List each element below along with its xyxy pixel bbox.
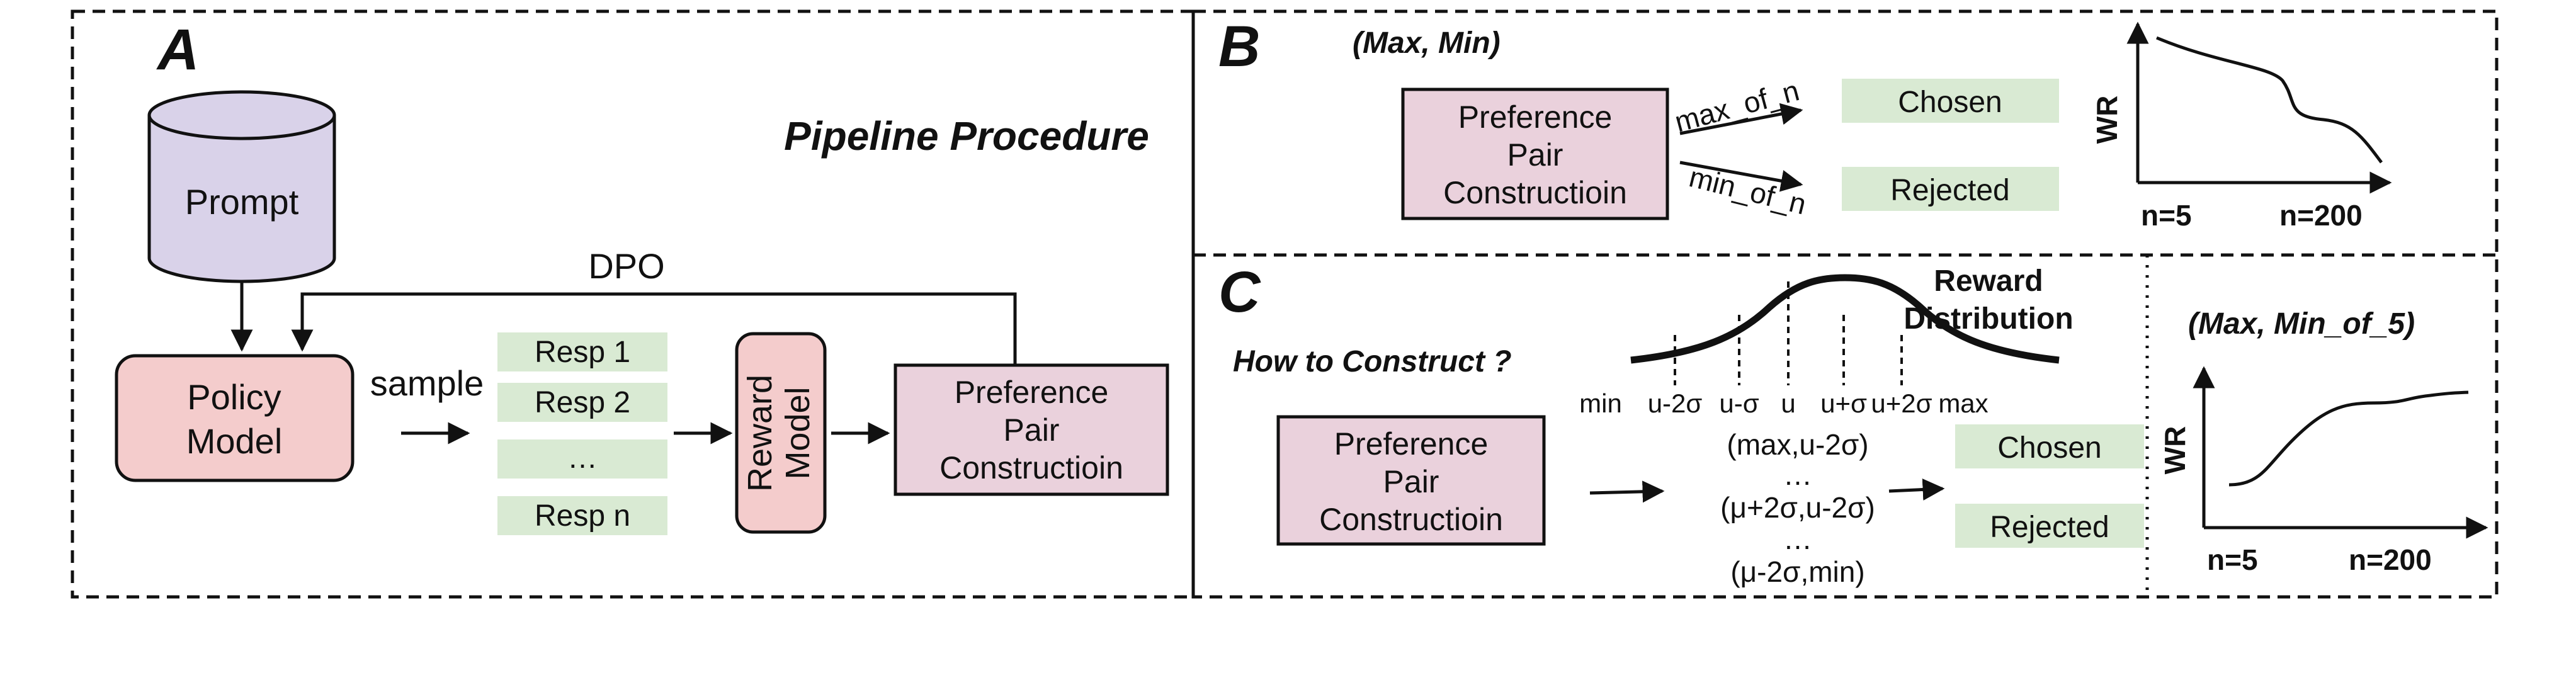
panel-c-rejected-box: [1955, 504, 2144, 548]
policy-label-line2: Model: [186, 421, 283, 461]
panel-a-pref-line2: Pair: [1004, 412, 1060, 448]
pair-1: (max,u-2σ): [1727, 428, 1868, 461]
panel-b-rejected-label: Rejected: [1890, 174, 2009, 207]
max-of-n-label: max_of_n: [1671, 74, 1803, 139]
panel-c-question: How to Construct ?: [1233, 345, 1512, 378]
panel-c-plot: (Max, Min_of_5) WR n=5 n=200: [2159, 307, 2488, 576]
dist-title-line2: Distribution: [1904, 302, 2073, 336]
panel-c-ylabel: WR: [2159, 426, 2191, 475]
response-box-2: [497, 383, 667, 422]
sample-label: sample: [370, 363, 484, 403]
panel-a-preference-box: Preference Pair Constructioin: [894, 363, 1169, 496]
reward-label-line2: Model: [779, 387, 817, 479]
panel-b-xlabel-right: n=200: [2279, 199, 2363, 232]
tick-u+s: u+σ: [1820, 388, 1867, 418]
pairs-to-labels-arrow: [1888, 479, 1945, 501]
panel-c-xlabel-right: n=200: [2349, 543, 2432, 576]
panel-b-chosen-box: [1842, 79, 2059, 123]
distribution-tick-labels: min u-2σ u-σ u u+σ u+2σ max: [1579, 388, 1989, 418]
panel-c-xlabel-left: n=5: [2207, 543, 2258, 576]
panel-c-letter: C: [1218, 260, 1261, 324]
prompt-cylinder-top: [147, 90, 336, 140]
response-box-ellipsis: [497, 439, 667, 479]
pair-ellipsis-1: …: [1783, 458, 1812, 491]
prompt-database: Prompt: [147, 90, 336, 283]
dpo-feedback-arrow: [291, 292, 1017, 365]
panel-b-rejected-box: [1842, 167, 2059, 211]
response-label-1: Resp 1: [535, 336, 630, 369]
tick-max: max: [1938, 388, 1988, 418]
response-box-1: [497, 332, 667, 371]
panel-c-chosen-box: [1955, 424, 2144, 468]
panel-a-pref-line1: Preference: [955, 375, 1109, 410]
panel-b-pref-line1: Preference: [1458, 99, 1613, 135]
panel-b-ylabel: WR: [2091, 96, 2123, 144]
policy-label-line1: Policy: [187, 377, 281, 417]
panel-b-letter: B: [1218, 14, 1260, 79]
panel-c-rejected-label: Rejected: [1990, 511, 2109, 544]
prompt-label: Prompt: [185, 182, 299, 222]
panel-c-chosen-label: Chosen: [1997, 431, 2101, 465]
dist-title-line1: Reward: [1934, 264, 2043, 298]
panel-c-plot-title: (Max, Min_of_5): [2188, 307, 2415, 341]
panel-b-title: (Max, Min): [1353, 26, 1501, 60]
panel-b-pref-line3: Constructioin: [1443, 175, 1627, 210]
panel-a-title: Pipeline Procedure: [784, 113, 1149, 159]
max-of-n-arrow: [1679, 103, 1803, 135]
reward-model-box: Reward Model: [735, 332, 827, 534]
min-of-n-label: min_of_n: [1686, 160, 1810, 220]
panel-c-pref-line2: Pair: [1383, 464, 1439, 499]
panel-a-frame: [71, 9, 1195, 599]
panel-b-chosen-label: Chosen: [1898, 86, 2002, 119]
panel-b-wr-curve: [2156, 36, 2383, 164]
response-label-2: Resp 2: [535, 386, 630, 419]
reward-label-line1: Reward: [741, 375, 779, 492]
preference-to-pairs-arrow: [1589, 480, 1665, 503]
response-box-n: [497, 496, 667, 535]
panel-c-pref-line1: Preference: [1334, 426, 1489, 462]
response-label-ellipsis: …: [567, 441, 598, 475]
panel-b-xlabel-left: n=5: [2141, 199, 2192, 232]
tick-u+2s: u+2σ: [1871, 388, 1932, 418]
response-label-n: Resp n: [535, 499, 630, 533]
pair-ellipsis-2: …: [1783, 523, 1812, 555]
tick-min: min: [1579, 388, 1622, 418]
panel-b-preference-box: Preference Pair Constructioin: [1401, 88, 1669, 220]
policy-model-box: Policy Model: [115, 354, 355, 482]
reward-distribution: Reward Distribution: [1630, 264, 2074, 385]
pair-2: (μ+2σ,u-2σ): [1720, 491, 1875, 524]
panel-a-letter: A: [156, 18, 199, 82]
tick-u: u: [1781, 388, 1795, 418]
panel-c-pref-line3: Constructioin: [1319, 502, 1503, 537]
panel-bc-frame: [1191, 9, 2499, 599]
panel-c-preference-box: Preference Pair Constructioin: [1276, 415, 1546, 546]
panel-a-pref-line3: Constructioin: [939, 450, 1123, 485]
panel-b-plot: WR n=5 n=200: [2091, 21, 2392, 232]
bell-curve: [1630, 274, 2060, 364]
pair-list: (max,u-2σ) … (μ+2σ,u-2σ) … (μ-2σ,min): [1720, 428, 1875, 588]
tick-u-2s: u-2σ: [1648, 388, 1703, 418]
dpo-label: DPO: [588, 246, 664, 286]
tick-u-s: u-σ: [1719, 388, 1759, 418]
min-of-n-arrow: [1679, 161, 1803, 192]
panel-b-pref-line2: Pair: [1507, 137, 1563, 173]
response-list: Resp 1 Resp 2 … Resp n: [497, 332, 667, 535]
pair-3: (μ-2σ,min): [1730, 555, 1864, 588]
panel-c-wr-curve: [2228, 390, 2469, 487]
